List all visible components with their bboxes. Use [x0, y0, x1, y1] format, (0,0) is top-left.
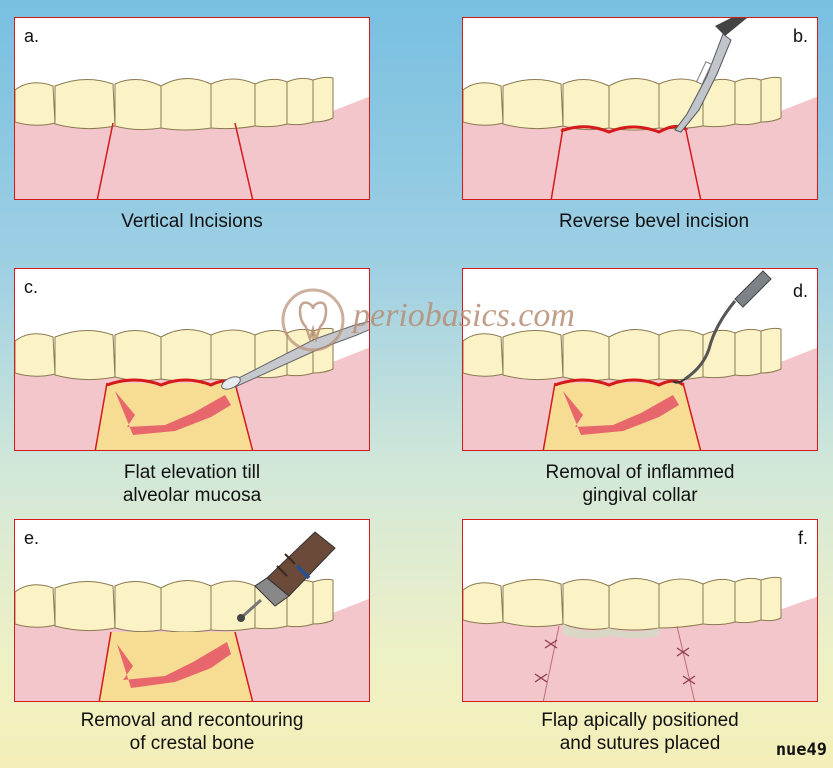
panel-a: a.	[14, 17, 370, 200]
panel-b: b.	[462, 17, 818, 200]
panel-label: f.	[797, 528, 808, 548]
watermark: periobasics.com	[278, 285, 598, 355]
reflected-tissue	[115, 391, 231, 435]
reflected-tissue	[117, 642, 231, 688]
teeth	[463, 76, 782, 131]
panel-d-illustration	[463, 270, 817, 450]
panel-f: f.	[462, 519, 818, 702]
panel-b-illustration	[463, 18, 817, 199]
panel-c-illustration	[15, 320, 369, 450]
panel-caption: Flap apically positioned and sutures pla…	[462, 709, 818, 755]
caption-line: Removal of inflammed	[545, 462, 735, 483]
caption-line: Flat elevation till	[123, 462, 261, 483]
vertical-incision-left	[550, 127, 564, 199]
reflected-tissue	[563, 391, 679, 435]
sutured-incision-right	[676, 625, 696, 701]
panel-caption: Removal of inflammed gingival collar	[462, 461, 818, 507]
caption-line: Vertical Incisions	[121, 211, 263, 232]
vertical-incision-right	[234, 122, 254, 199]
watermark-logo-icon	[281, 288, 345, 352]
vertical-incision-left	[98, 631, 112, 701]
panel-f-illustration	[463, 576, 817, 701]
caption-line: Reverse bevel incision	[558, 211, 750, 232]
vertical-incision-left	[94, 382, 108, 450]
caption-line: and sutures placed	[559, 733, 721, 754]
panel-e: e.	[14, 519, 370, 702]
panel-caption: Flat elevation till alveolar mucosa	[14, 461, 370, 507]
teeth	[463, 327, 782, 382]
exposed-root	[563, 624, 659, 639]
caption-line: of crestal bone	[129, 733, 255, 754]
panel-a-illustration	[15, 76, 369, 199]
panel-caption: Vertical Incisions	[14, 210, 370, 233]
scalpel-icon	[674, 18, 747, 133]
panel-c: c.	[14, 268, 370, 451]
vertical-incision-right	[234, 631, 254, 701]
bone-flap-area	[95, 383, 253, 450]
watermark-text: periobasics.com	[353, 297, 575, 334]
vertical-incision-right	[682, 382, 702, 450]
bur-handpiece-icon	[237, 531, 336, 622]
panel-caption: Reverse bevel incision	[476, 210, 832, 233]
panel-label: d.	[792, 281, 808, 301]
sutures	[534, 639, 696, 685]
curette-icon	[672, 270, 772, 384]
caption-line: gingival collar	[582, 485, 698, 506]
panel-caption: Removal and recontouring of crestal bone	[14, 709, 370, 755]
panel-d: d.	[462, 268, 818, 451]
reverse-bevel-incision	[560, 125, 688, 134]
panel-e-illustration	[15, 531, 369, 701]
panel-label: e.	[24, 528, 40, 548]
caption-line: Flap apically positioned	[541, 710, 739, 731]
panel-label: c.	[24, 277, 39, 297]
periosteal-elevator-icon	[221, 320, 369, 390]
panel-label: a.	[24, 26, 40, 46]
bone-flap-area	[99, 632, 253, 701]
signature: nue49	[775, 740, 827, 760]
teeth	[15, 76, 334, 131]
caption-line: alveolar mucosa	[122, 485, 262, 506]
bone-flap-area	[543, 383, 701, 450]
vertical-incision-left	[96, 122, 114, 199]
panel-label: b.	[792, 26, 808, 46]
caption-line: Removal and recontouring	[80, 710, 304, 731]
teeth	[463, 576, 782, 631]
vertical-incision-right	[684, 125, 702, 199]
sutured-incision-left	[542, 625, 560, 701]
vertical-incision-right	[234, 382, 254, 450]
vertical-incision-left	[542, 382, 556, 450]
